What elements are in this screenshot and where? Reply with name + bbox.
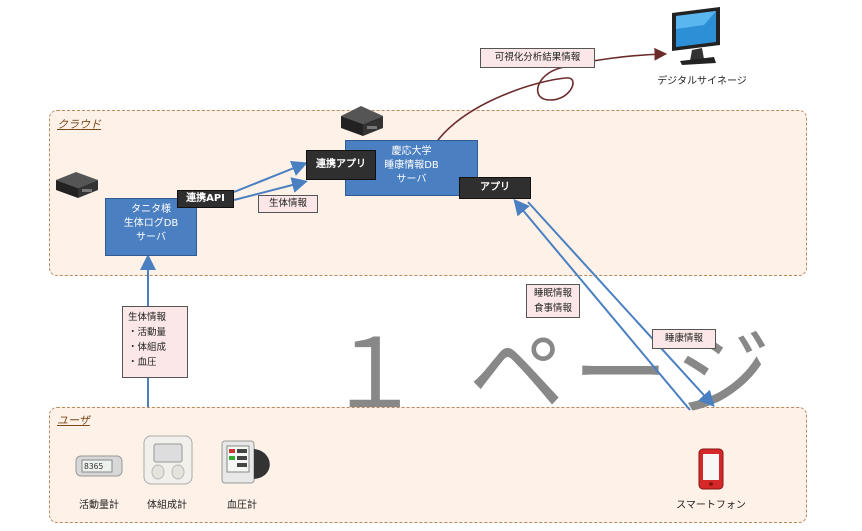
body-comp-caption: 体組成計 bbox=[147, 500, 187, 511]
user-region-label: ユーザ bbox=[57, 414, 90, 427]
arrow-app-to-phone bbox=[527, 201, 715, 407]
activity-caption: 活動量計 bbox=[79, 500, 119, 511]
keio-server-line2: 睡康情報DB bbox=[384, 160, 439, 171]
tanita-server-line2: 生体ログDB bbox=[123, 218, 179, 229]
bio-list-body: ・体組成 bbox=[128, 342, 167, 353]
tanita-server-icon bbox=[52, 170, 102, 200]
api-label: 連携API bbox=[177, 190, 234, 208]
visual-result-label: 可視化分析結果情報 bbox=[480, 48, 595, 68]
keio-server-line3: サーバ bbox=[396, 174, 427, 185]
sleep-food-label: 睡眠情報 食事情報 bbox=[526, 284, 580, 318]
tanita-server-line1: タニタ様 bbox=[131, 204, 171, 215]
app-label: アプリ bbox=[459, 177, 531, 199]
bio-info-list: 生体情報 ・活動量 ・体組成 ・血圧 bbox=[122, 306, 188, 378]
bp-caption: 血圧計 bbox=[227, 500, 257, 511]
smartphone-icon bbox=[697, 448, 725, 490]
body-composition-icon bbox=[140, 434, 196, 486]
link-app-label: 連携アプリ bbox=[306, 150, 376, 180]
activity-meter-icon: 8365 bbox=[74, 452, 124, 480]
cloud-region-label: クラウド bbox=[57, 118, 101, 131]
arrow-api-to-linkapp-2 bbox=[233, 177, 308, 201]
keio-server-line1: 慶応大学 bbox=[391, 146, 432, 157]
sleep-info-text: 睡眠情報 bbox=[533, 288, 572, 299]
monitor-icon bbox=[664, 5, 730, 67]
smartphone-caption: スマートフォン bbox=[676, 500, 746, 511]
arrow-api-to-linkapp-1 bbox=[233, 161, 308, 193]
tanita-server-line3: サーバ bbox=[136, 232, 166, 243]
svg-text:8365: 8365 bbox=[84, 462, 103, 471]
arrow-phone-to-app bbox=[513, 198, 691, 411]
food-info-text: 食事情報 bbox=[533, 303, 572, 314]
blood-pressure-icon bbox=[218, 437, 278, 487]
health-info-label: 睡康情報 bbox=[652, 329, 716, 349]
bio-list-title: 生体情報 bbox=[128, 312, 167, 323]
bio-list-bp: ・血圧 bbox=[128, 357, 157, 368]
bio-list-activity: ・活動量 bbox=[128, 327, 167, 338]
keio-server-icon bbox=[337, 104, 387, 138]
signage-caption: デジタルサイネージ bbox=[657, 76, 747, 87]
bio-info-label: 生体情報 bbox=[258, 195, 318, 213]
